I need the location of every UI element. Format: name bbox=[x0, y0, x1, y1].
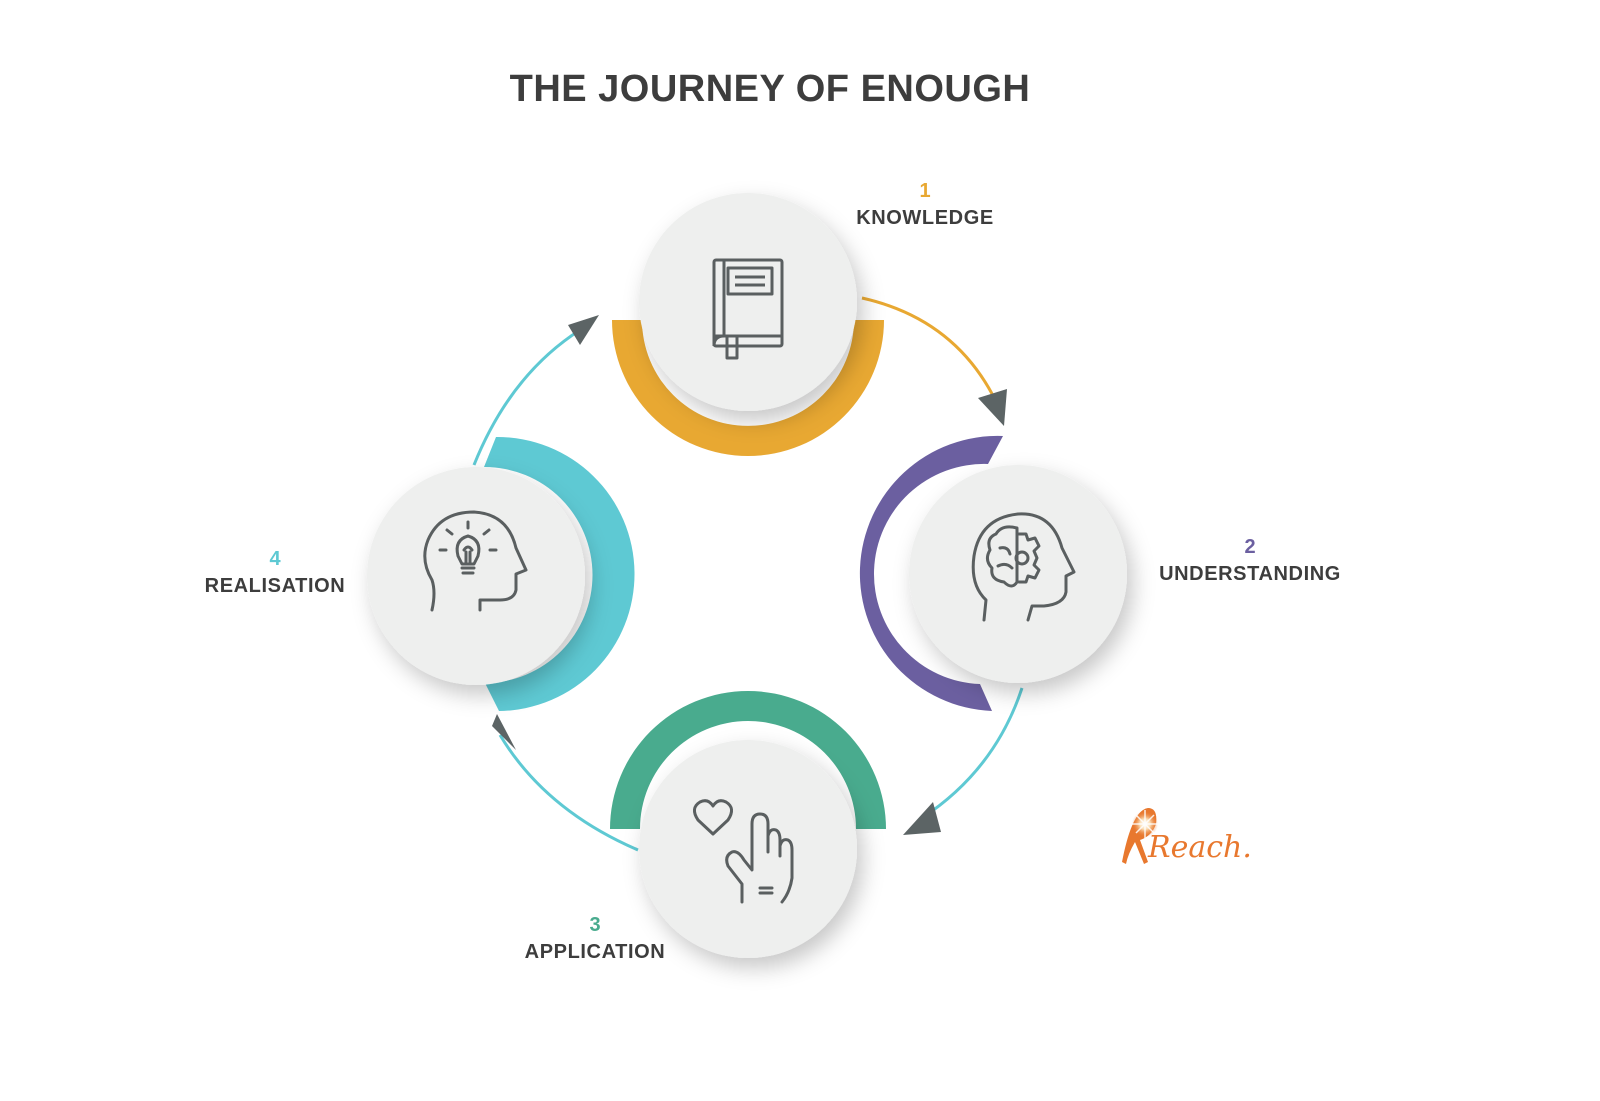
hand-heart-icon bbox=[693, 799, 794, 904]
understanding-band bbox=[859, 435, 1003, 711]
step-number: 3 bbox=[589, 914, 601, 936]
step-name: KNOWLEDGE bbox=[856, 207, 994, 229]
connector-arc-2-3 bbox=[921, 687, 1024, 820]
knowledge-circle bbox=[639, 193, 857, 411]
knowledge-band bbox=[612, 320, 884, 456]
step-label-knowledge: 1 KNOWLEDGE bbox=[845, 178, 1005, 232]
step-label-understanding: 2 UNDERSTANDING bbox=[1150, 534, 1350, 588]
lightbulb-head-icon bbox=[423, 510, 528, 612]
step-number: 1 bbox=[919, 180, 931, 202]
logo-text: Reach. bbox=[1148, 830, 1252, 865]
step-label-application: 3 APPLICATION bbox=[510, 912, 680, 966]
step-number: 4 bbox=[269, 548, 281, 570]
application-circle bbox=[639, 740, 857, 958]
connector-arc-1-2 bbox=[861, 296, 1002, 411]
application-band bbox=[610, 691, 886, 829]
step-name: REALISATION bbox=[204, 575, 346, 597]
step-name: APPLICATION bbox=[524, 941, 666, 963]
step-name: UNDERSTANDING bbox=[1159, 563, 1341, 585]
realisation-band bbox=[484, 436, 635, 711]
realisation-circle bbox=[367, 467, 585, 685]
brain-gear-head-icon bbox=[971, 512, 1076, 622]
arrowhead-to-understanding bbox=[978, 389, 1007, 426]
arrowhead-to-application bbox=[903, 802, 941, 835]
connector-arc-3-4 bbox=[498, 734, 639, 852]
step-label-realisation: 4 REALISATION bbox=[195, 546, 355, 600]
book-icon bbox=[712, 258, 784, 360]
arrowhead-to-knowledge bbox=[568, 315, 599, 345]
connector-arc-4-1 bbox=[472, 328, 581, 466]
arrowhead-to-realisation bbox=[492, 714, 516, 750]
page-title: THE JOURNEY OF ENOUGH bbox=[509, 68, 1031, 110]
step-number: 2 bbox=[1244, 536, 1256, 558]
logo-mark-icon bbox=[1122, 808, 1159, 864]
reach-logo: Reach. bbox=[1118, 802, 1258, 872]
